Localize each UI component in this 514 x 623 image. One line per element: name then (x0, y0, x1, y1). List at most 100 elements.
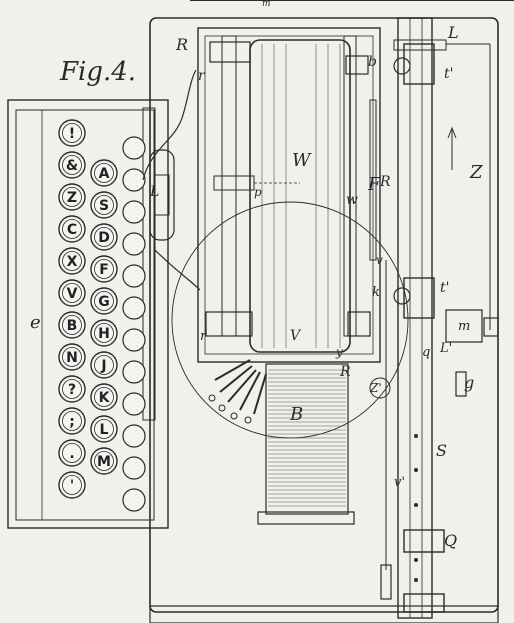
top-bracket-L (393, 39, 447, 51)
key-label-a-0: ! (69, 126, 75, 142)
label-Q: Q (444, 531, 457, 550)
q-collar (403, 529, 445, 553)
key-ring-b-8 (94, 419, 114, 439)
key-ring-a-6 (62, 315, 82, 335)
key-label-a-9: ; (69, 414, 75, 430)
key-ring-b-4 (94, 291, 114, 311)
key-label-b-2: D (98, 230, 110, 246)
figure-title: Fig.4. (59, 57, 136, 87)
key-partial-1 (122, 168, 146, 192)
label-g: g (464, 373, 474, 392)
upper-clamp-t (403, 43, 435, 85)
carriage-frame (197, 27, 381, 363)
key-label-a-11: ' (70, 478, 74, 494)
machine-frame (149, 17, 499, 613)
key-ring-a-4 (62, 251, 82, 271)
key-partial-4 (122, 264, 146, 288)
key-label-b-6: J (100, 358, 106, 374)
key-ring-a-7 (62, 347, 82, 367)
key-ring-b-0 (94, 163, 114, 183)
label-Z-prime: Z' (369, 381, 382, 395)
key-ring-a-10 (62, 443, 82, 463)
z-prime-wheel (369, 377, 391, 399)
label-v-small: v (376, 253, 383, 267)
key-label-a-3: C (67, 222, 77, 238)
key-partial-11 (122, 488, 146, 512)
key-label-b-5: H (98, 326, 110, 342)
key-ring-b-9 (94, 451, 114, 471)
label-t-top: t' (444, 66, 453, 82)
key-partial-7 (122, 360, 146, 384)
base-table (149, 605, 499, 623)
key-partial-8 (122, 392, 146, 416)
label-p: p (254, 185, 262, 199)
rail-holes (414, 434, 418, 582)
top-mark-label: m (262, 0, 271, 9)
label-L-low: L' (439, 341, 452, 356)
platen-hatching (261, 44, 341, 348)
hammer-arm (213, 175, 255, 191)
key-ring-a-2 (62, 187, 82, 207)
key-label-b-8: L (100, 422, 109, 438)
top-left-gear (209, 41, 251, 63)
label-V: V (290, 328, 302, 344)
key-label-a-2: Z (67, 190, 77, 206)
label-b: b (368, 54, 377, 70)
paper-sheet (265, 363, 349, 515)
feed-bar (369, 99, 377, 261)
key-ring-b-2 (94, 227, 114, 247)
key-ring-a-11 (62, 475, 82, 495)
key-label-a-6: B (67, 318, 78, 334)
lower-clamp-t (403, 277, 435, 319)
key-label-a-5: V (67, 286, 78, 302)
label-q: q (422, 345, 430, 360)
label-R-low: R (339, 364, 351, 380)
key-label-b-0: A (99, 166, 110, 182)
m-block (445, 309, 483, 343)
carriage-inner-frame (204, 35, 374, 355)
key-label-b-1: S (99, 198, 109, 214)
governor-wheel (154, 174, 170, 216)
key-label-b-7: K (99, 390, 111, 406)
bottom-right-gear (347, 311, 371, 337)
key-ring-b-7 (94, 387, 114, 407)
key-partial-0 (122, 136, 146, 160)
top-right-gear (345, 55, 369, 75)
label-W: W (292, 150, 312, 171)
keyboard-bar (142, 107, 156, 421)
connecting-wire (142, 69, 197, 181)
adjusting-screw (483, 317, 499, 337)
label-R-mid: R (379, 174, 391, 190)
key-partial-9 (122, 424, 146, 448)
label-m: m (458, 319, 470, 334)
spacebar-plate (15, 109, 43, 521)
paper-tray (257, 511, 355, 525)
label-L-top: L (447, 23, 459, 42)
key-ring-a-9 (62, 411, 82, 431)
paper-hatching (268, 369, 346, 507)
left-guide-rod (221, 35, 237, 337)
key-label-b-4: G (98, 294, 110, 310)
key-ring-a-3 (62, 219, 82, 239)
key-ring-a-0 (62, 123, 82, 143)
label-Z: Z (469, 162, 483, 183)
key-label-a-10: . (69, 446, 74, 462)
key-ring-b-1 (94, 195, 114, 215)
key-label-b-3: F (99, 262, 109, 278)
label-S: S (436, 441, 447, 460)
key-ring-b-3 (94, 259, 114, 279)
label-t-mid: t' (440, 280, 449, 296)
bottom-left-gear (205, 311, 253, 337)
governor-housing (149, 149, 175, 241)
key-ring-a-8 (62, 379, 82, 399)
key-ring-b-5 (94, 323, 114, 343)
key-partial-5 (122, 296, 146, 320)
label-B: B (289, 404, 303, 425)
platen-roller (249, 39, 351, 353)
key-partial-6 (122, 328, 146, 352)
key-partial-3 (122, 232, 146, 256)
type-bars-fan (208, 359, 267, 424)
key-partial-2 (122, 200, 146, 224)
